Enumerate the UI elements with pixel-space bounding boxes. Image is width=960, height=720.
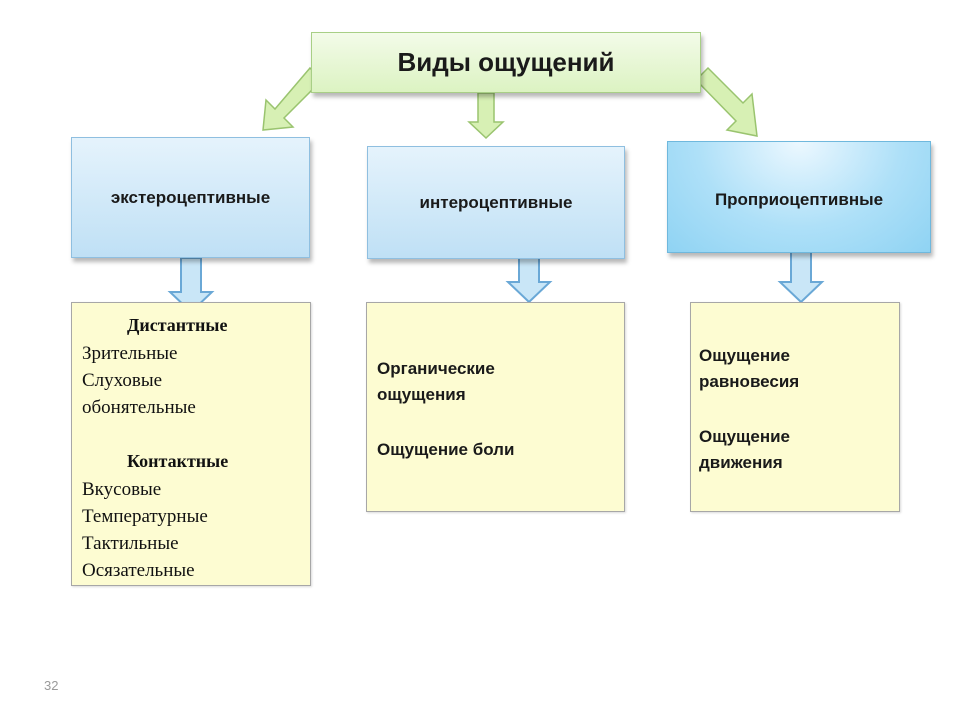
proprio-line-movement: движения xyxy=(699,453,783,472)
intero-line-organic: Органические xyxy=(377,359,495,378)
list-item: Осязательные xyxy=(82,560,195,581)
category-interoceptive: интероцептивные xyxy=(367,146,625,259)
list-item: Тактильные xyxy=(82,533,179,554)
list-item: Температурные xyxy=(82,506,208,527)
proprio-items-box: Ощущение равновесия Ощущение движения xyxy=(690,302,900,512)
list-item: Вкусовые xyxy=(82,479,162,500)
distant-heading: Дистантные xyxy=(127,315,228,335)
proprio-line-sensation-2: Ощущение xyxy=(699,427,790,446)
intero-items-box: Органические ощущения Ощущение боли xyxy=(366,302,625,512)
arrow-proprio-to-items xyxy=(777,249,825,304)
arrow-title-to-proprio xyxy=(694,66,758,137)
list-item: обонятельные xyxy=(82,397,196,418)
proprio-line-balance: равновесия xyxy=(699,372,800,391)
intero-line-sensations: ощущения xyxy=(377,385,466,404)
list-item: Слуховые xyxy=(82,370,163,391)
category-proprioceptive: Проприоцептивные xyxy=(667,141,931,253)
diagram-title: Виды ощущений xyxy=(311,32,701,93)
arrow-title-to-intero xyxy=(467,92,505,140)
extero-items-box: Дистантные Зрительные Слуховые обонятель… xyxy=(71,302,311,586)
list-item: Зрительные xyxy=(82,343,178,364)
intero-line-pain: Ощущение боли xyxy=(377,440,515,459)
category-exteroceptive: экстероцептивные xyxy=(71,137,310,258)
page-number: 32 xyxy=(44,678,59,693)
proprio-line-sensation-1: Ощущение xyxy=(699,346,790,365)
contact-heading: Контактные xyxy=(127,451,229,471)
